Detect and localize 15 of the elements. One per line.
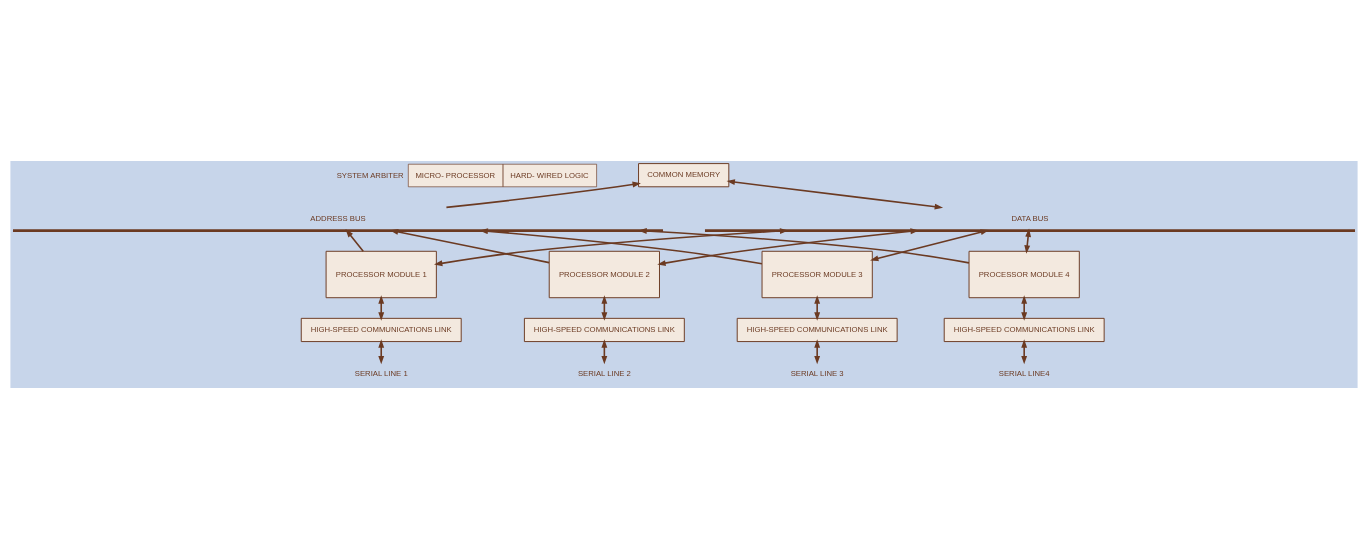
arrow [445,181,641,208]
arrow [726,178,944,210]
arrow [870,228,989,261]
arrow [1021,338,1028,364]
arrow [434,227,789,266]
arrow [814,294,821,321]
arrow [638,227,970,264]
arrow [378,338,385,364]
arrow [345,228,364,252]
arrow [389,228,550,263]
arrow [657,227,919,266]
arrow [814,338,821,364]
arrow [479,227,763,265]
arrow [1021,294,1028,321]
arrow [378,294,385,321]
